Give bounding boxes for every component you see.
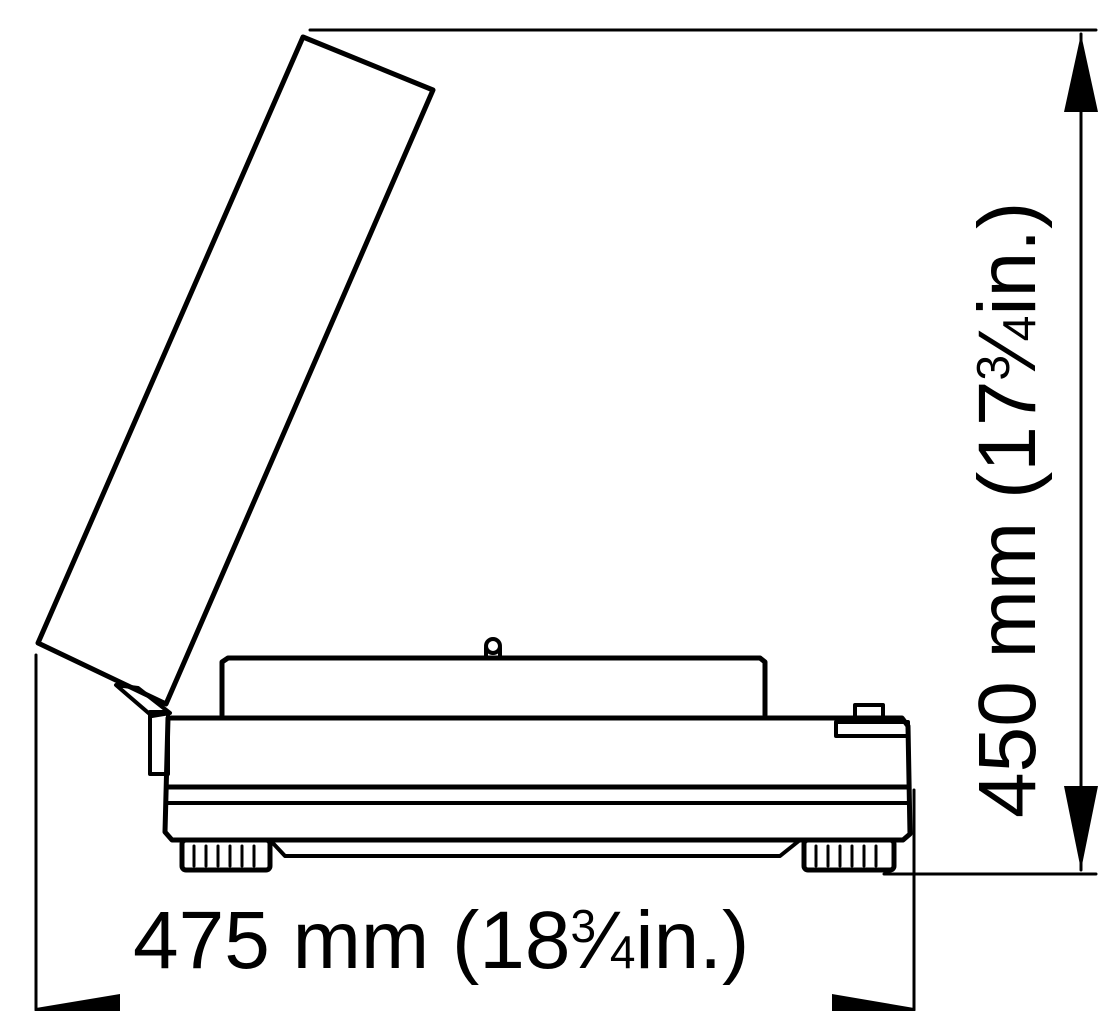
turntable-base [162,703,913,843]
lid-hinge [114,683,172,776]
height-dimension-label: 450 mm (173⁄4in.) [962,202,1053,818]
left-foot [179,837,273,873]
width-dimension-label: 475 mm (183⁄4in.) [133,895,749,986]
underside-panel [268,838,802,858]
platter [219,655,768,718]
height-dimension: 450 mm (173⁄4in.) [308,28,1098,876]
dust-cover [35,34,436,707]
width-arrow-right [832,994,914,1011]
turntable-drawing [35,34,913,873]
spindle [484,637,502,660]
height-arrow-bottom [1064,786,1098,870]
right-foot [801,837,897,873]
width-arrow-left [36,994,120,1011]
height-arrow-top [1064,34,1098,112]
